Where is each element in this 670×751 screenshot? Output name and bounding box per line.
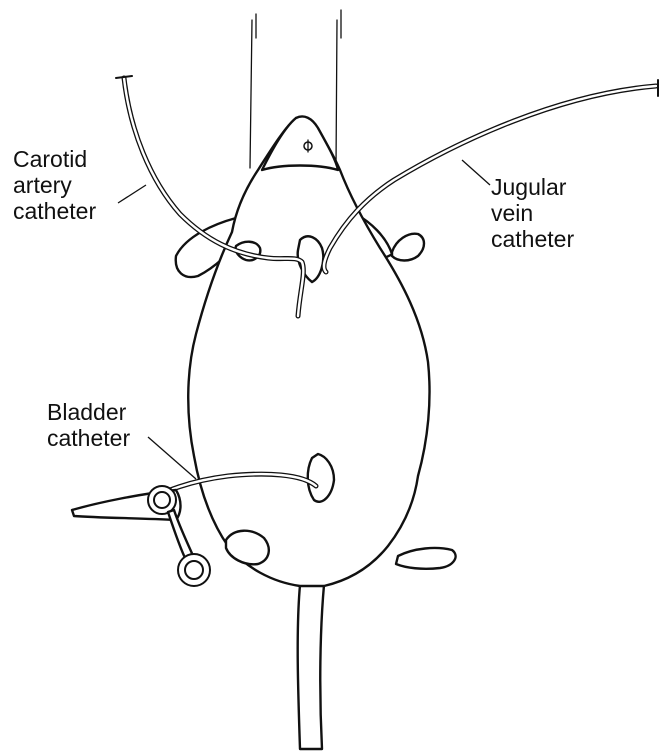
jugular-catheter-label: Jugular vein catheter: [491, 174, 574, 252]
mouse-body: [188, 118, 429, 586]
jugular-leader: [462, 160, 490, 185]
right-hind-paw: [396, 548, 456, 569]
carotid-leader: [118, 185, 146, 203]
mouse-snout: [262, 116, 338, 170]
right-front-paw: [392, 234, 424, 261]
label-line: catheter: [47, 425, 130, 451]
label-line: Jugular: [491, 174, 574, 200]
bladder-leader: [148, 437, 196, 479]
label-line: Carotid: [13, 146, 96, 172]
label-line: catheter: [13, 198, 96, 224]
label-line: catheter: [491, 226, 574, 252]
left-hind-paw: [226, 531, 269, 565]
label-line: vein: [491, 200, 574, 226]
label-line: Bladder: [47, 399, 130, 425]
bladder-catheter-label: Bladder catheter: [47, 399, 130, 451]
label-line: artery: [13, 172, 96, 198]
mouse-tail: [298, 585, 324, 749]
carotid-catheter-label: Carotid artery catheter: [13, 146, 96, 224]
